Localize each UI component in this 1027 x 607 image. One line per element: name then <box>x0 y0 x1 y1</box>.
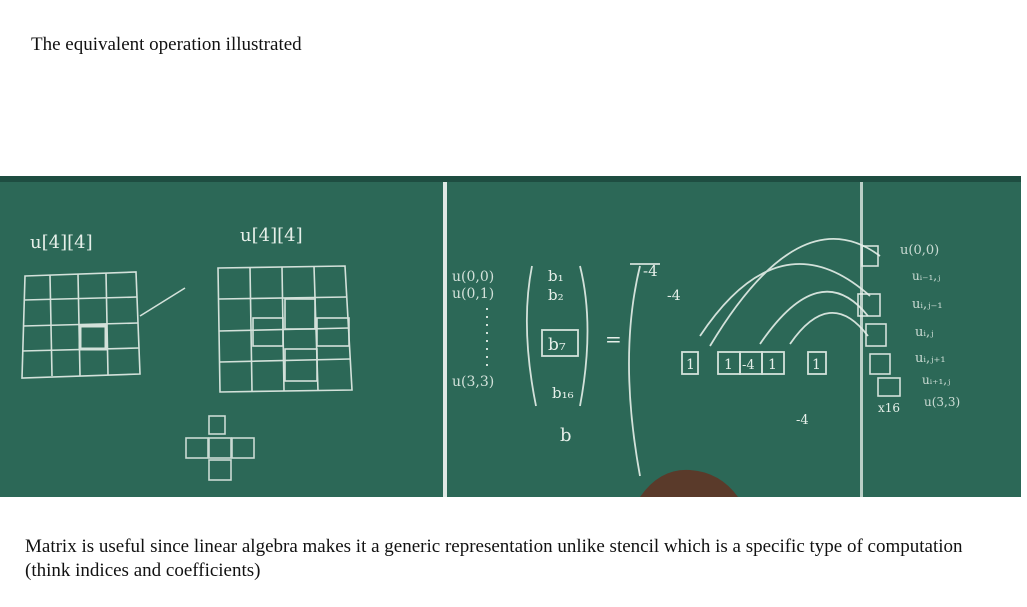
svg-text:b₁: b₁ <box>548 267 564 285</box>
matrix <box>628 238 881 477</box>
equals-sign: = <box>605 327 622 351</box>
vector-x <box>857 245 901 397</box>
svg-text:1: 1 <box>686 357 695 373</box>
board-divider-right <box>860 176 863 497</box>
svg-text:1: 1 <box>724 357 733 373</box>
svg-text:u(0,0): u(0,0) <box>900 243 939 258</box>
svg-text:x16: x16 <box>878 401 900 415</box>
left-grid-label: u[4][4] <box>30 232 93 253</box>
slide-caption: Matrix is useful since linear algebra ma… <box>25 536 963 581</box>
svg-text:b₇: b₇ <box>548 335 566 355</box>
middle-grid-label: u[4][4] <box>240 225 303 246</box>
svg-text:u(3,3): u(3,3) <box>924 395 960 409</box>
svg-text:uᵢ,ⱼ₊₁: uᵢ,ⱼ₊₁ <box>915 351 946 366</box>
right-list: u(0,0) uᵢ₋₁,ⱼ uᵢ,ⱼ₋₁ uᵢ,ⱼ uᵢ,ⱼ₊₁ uᵢ₊₁,ⱼ … <box>900 243 960 409</box>
svg-text:u(0,1): u(0,1) <box>452 286 494 302</box>
svg-text:uᵢ₋₁,ⱼ: uᵢ₋₁,ⱼ <box>912 269 940 283</box>
board-divider <box>443 176 447 497</box>
vector-b <box>525 265 589 407</box>
svg-text:u(0,0): u(0,0) <box>452 269 494 285</box>
svg-text:-4: -4 <box>643 262 658 280</box>
person-head <box>640 469 738 497</box>
chalkboard-photo: u[4][4] u[4][4] u(0,0) u(0,1) u(3,3) <box>0 176 1021 497</box>
chalkboard-drawing: u[4][4] u[4][4] u(0,0) u(0,1) u(3,3) <box>0 176 1021 497</box>
svg-text:uᵢ,ⱼ₋₁: uᵢ,ⱼ₋₁ <box>912 297 943 312</box>
svg-text:b₁₆: b₁₆ <box>552 384 574 402</box>
svg-text:1: 1 <box>768 357 777 373</box>
stencil-cross <box>185 415 255 481</box>
svg-text:u(3,3): u(3,3) <box>452 374 494 390</box>
svg-text:-4: -4 <box>796 413 809 428</box>
svg-text:1: 1 <box>812 357 821 373</box>
vector-u: u(0,0) u(0,1) u(3,3) <box>452 269 494 390</box>
svg-text:b: b <box>560 425 572 446</box>
svg-text:b₂: b₂ <box>548 286 564 304</box>
svg-text:uᵢ₊₁,ⱼ: uᵢ₊₁,ⱼ <box>922 373 950 387</box>
svg-text:-4: -4 <box>667 288 681 304</box>
left-grid <box>21 271 186 379</box>
svg-text:uᵢ,ⱼ: uᵢ,ⱼ <box>915 325 934 340</box>
slide-title: The equivalent operation illustrated <box>31 34 302 55</box>
middle-grid <box>217 265 353 393</box>
svg-text:-4: -4 <box>742 358 755 373</box>
